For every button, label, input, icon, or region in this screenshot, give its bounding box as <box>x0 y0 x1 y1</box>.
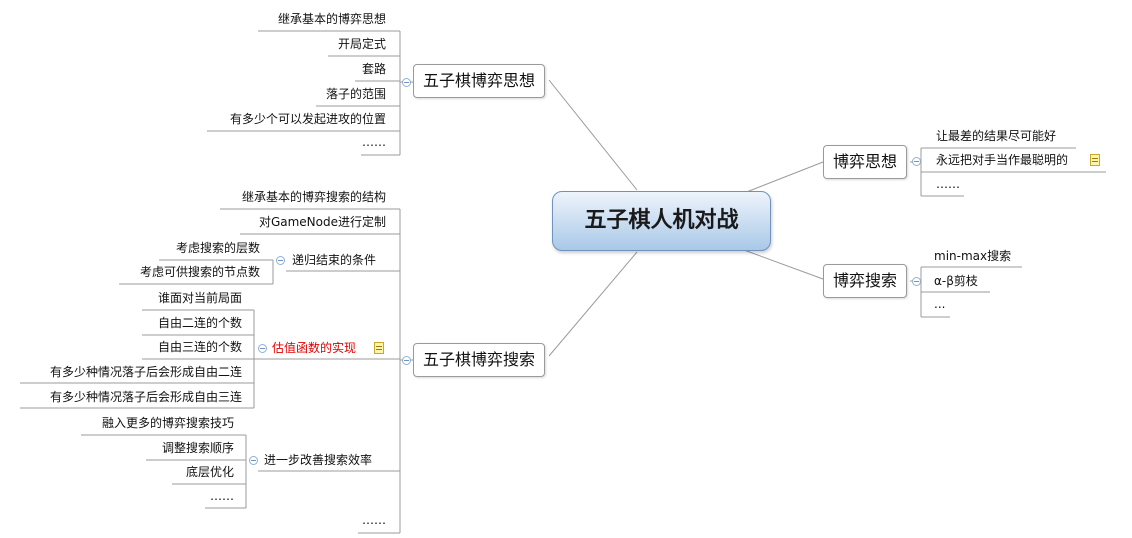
leaf-node[interactable]: 考虑可供搜索的节点数 <box>139 265 260 279</box>
topic-game-idea[interactable]: 博弈思想 <box>823 145 908 179</box>
collapse-toggle-icon[interactable] <box>402 356 411 365</box>
leaf-node[interactable]: …… <box>362 513 386 527</box>
leaf-node[interactable]: …… <box>362 135 386 149</box>
leaf-node[interactable]: 考虑搜索的层数 <box>175 241 260 255</box>
leaf-node[interactable]: 开局定式 <box>337 37 386 51</box>
leaf-node[interactable]: 对GameNode进行定制 <box>258 215 386 229</box>
note-icon[interactable] <box>1090 154 1100 166</box>
collapse-toggle-icon[interactable] <box>249 456 258 465</box>
collapse-toggle-icon[interactable] <box>912 157 921 166</box>
leaf-node[interactable]: …… <box>210 489 234 503</box>
leaf-node[interactable]: 自由三连的个数 <box>157 340 242 354</box>
leaf-node[interactable]: 落子的范围 <box>325 87 386 101</box>
collapse-toggle-icon[interactable] <box>276 256 285 265</box>
branch-recursion-end[interactable]: 递归结束的条件 <box>292 253 377 267</box>
leaf-node[interactable]: …… <box>936 177 960 191</box>
leaf-node[interactable]: 有多少种情况落子后会形成自由二连 <box>49 365 242 379</box>
leaf-node[interactable]: 永远把对手当作最聪明的 <box>936 153 1069 167</box>
leaf-node[interactable]: 底层优化 <box>185 465 234 479</box>
leaf-node[interactable]: 继承基本的博弈搜索的结构 <box>241 190 386 204</box>
branch-evaluation-function[interactable]: 估值函数的实现 <box>272 341 357 355</box>
collapse-toggle-icon[interactable] <box>402 78 411 87</box>
leaf-node[interactable]: 套路 <box>361 62 386 76</box>
collapse-toggle-icon[interactable] <box>912 277 921 286</box>
leaf-node[interactable]: α-β剪枝 <box>934 274 978 288</box>
branch-improve-efficiency[interactable]: 进一步改善搜索效率 <box>264 453 373 467</box>
leaf-node[interactable]: 有多少种情况落子后会形成自由三连 <box>49 390 242 404</box>
topic-game-search[interactable]: 博弈搜索 <box>823 264 908 298</box>
leaf-node[interactable]: ... <box>934 297 946 311</box>
leaf-node[interactable]: 继承基本的博弈思想 <box>277 12 386 26</box>
leaf-node[interactable]: 融入更多的博弈搜索技巧 <box>101 416 234 430</box>
topic-gomoku-game-search[interactable]: 五子棋博弈搜索 <box>413 343 546 377</box>
leaf-node[interactable]: 有多少个可以发起进攻的位置 <box>229 112 386 126</box>
leaf-node[interactable]: 让最差的结果尽可能好 <box>936 129 1057 143</box>
leaf-node[interactable]: min-max搜索 <box>934 249 1012 263</box>
leaf-node[interactable]: 谁面对当前局面 <box>157 291 242 305</box>
root-topic[interactable]: 五子棋人机对战 <box>552 191 771 251</box>
leaf-node[interactable]: 调整搜索顺序 <box>161 441 234 455</box>
collapse-toggle-icon[interactable] <box>258 344 267 353</box>
leaf-node[interactable]: 自由二连的个数 <box>157 316 242 330</box>
topic-gomoku-game-idea[interactable]: 五子棋博弈思想 <box>413 64 546 98</box>
note-icon[interactable] <box>374 342 384 354</box>
